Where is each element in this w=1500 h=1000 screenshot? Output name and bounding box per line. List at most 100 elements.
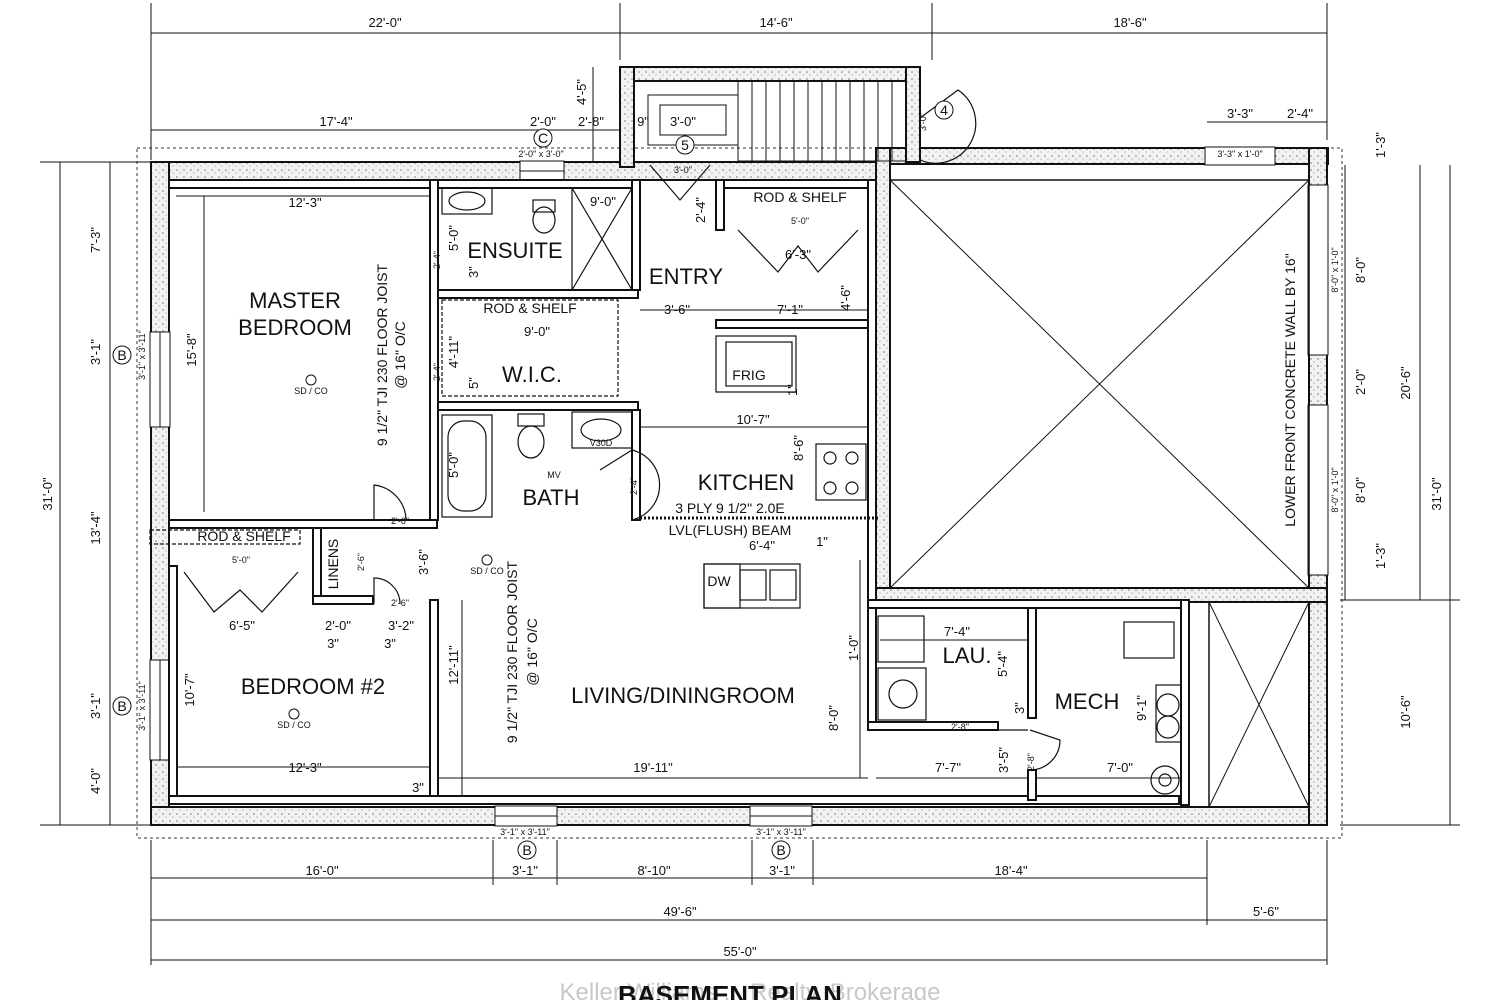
marker-4: 4: [940, 102, 948, 118]
dim-bed2-3c: 3": [412, 780, 424, 795]
window-size-top-right: 3'-3" x 1'-0": [1217, 149, 1262, 159]
fridge-label: FRIG: [732, 367, 765, 383]
wic-label: W.I.C.: [502, 362, 562, 387]
vanity-label: V30D: [590, 438, 613, 448]
living-dining-label: LIVING/DININGROOM: [571, 683, 795, 708]
dim-top-11: 2'-4": [1287, 106, 1313, 121]
dim-bed2-closet: 5'-0": [232, 555, 250, 565]
sd-co-label-1: SD / CO: [294, 386, 328, 396]
dim-left-total: 31'-0": [40, 477, 55, 511]
dim-bottom-5: 18'-4": [994, 863, 1028, 878]
dim-living-10: 1'-0": [846, 635, 861, 661]
dim-right-4: 8'-0": [1353, 477, 1368, 503]
entry-label: ENTRY: [649, 264, 723, 289]
window-size-bottom-1: 3'-1" x 3'-11": [500, 827, 550, 837]
dim-door-26a: 2'-6": [391, 516, 409, 526]
dim-kitchen-width: 10'-7": [736, 412, 770, 427]
dim-laundry-width: 7'-4": [944, 624, 970, 639]
dim-top-1: 22'-0": [368, 15, 402, 30]
plan-title: BASEMENT PLAN: [618, 980, 842, 1000]
dim-living-width: 19'-11": [633, 760, 673, 775]
concrete-wall-note: LOWER FRONT CONCRETE WALL BY 16": [1282, 253, 1298, 526]
dim-mech-door: 2'-8": [1026, 753, 1036, 771]
fixtures: [149, 187, 1182, 795]
dim-left-5: 4'-0": [88, 768, 103, 794]
dim-top-2: 14'-6": [759, 15, 793, 30]
dim-bed2-20: 2'-0": [325, 618, 351, 633]
window-size-right-1: 8'-0" x 1'-0": [1330, 247, 1340, 292]
dim-top-4: 17'-4": [319, 114, 353, 129]
beam-label-2: LVL(FLUSH) BEAM: [669, 522, 792, 538]
dim-ensuite-width: 9'-0": [590, 194, 616, 209]
dim-door-26c: 2'-6": [391, 598, 409, 608]
dim-bottom-2: 3'-1": [512, 863, 538, 878]
dim-laundry-3: 3": [1012, 702, 1027, 714]
dim-laundry-door: 2'-8": [951, 722, 969, 732]
dim-entry-63: 6'-3": [785, 247, 811, 262]
bed2-rod-shelf-label: ROD & SHELF: [197, 528, 290, 544]
joist-note-1: 9 1/2" TJI 230 FLOOR JOIST: [374, 263, 390, 446]
dim-ensuite-height: 5'-0": [446, 225, 461, 251]
dim-linen-36: 3'-6": [416, 549, 431, 575]
dim-door-26b: 2'-6": [356, 553, 366, 571]
dim-kitchen-86: 8'-6": [791, 435, 806, 461]
dim-top-8: 3'-0": [670, 114, 696, 129]
interior-walls: [168, 179, 1190, 806]
dim-entry-24: 2'-4": [693, 197, 708, 223]
dim-mech-35: 3'-5": [996, 747, 1011, 773]
dimension-lines: [40, 3, 1460, 965]
window-size-right-2: 8'-0" x 1'-0": [1330, 467, 1340, 512]
dim-top-7: 9": [637, 114, 649, 129]
unexcavated-area: [889, 179, 1310, 808]
dim-bath-height: 5'-0": [446, 452, 461, 478]
dim-living-80: 8'-0": [826, 705, 841, 731]
dim-left-4: 3'-1": [88, 693, 103, 719]
joist-note-1b: @ 16" O/C: [392, 321, 408, 388]
dim-bed2-65: 6'-5": [229, 618, 255, 633]
dim-bed2-3a: 3": [327, 636, 339, 651]
dim-bottom-1: 16'-0": [305, 863, 339, 878]
marker-b-2: B: [117, 698, 126, 714]
dim-bath-door: 2'-4": [629, 477, 639, 495]
window-size-left-1: 3'-1" x 3'-11": [137, 330, 147, 380]
beam-label-1: 3 PLY 9 1/2" 2.0E: [675, 500, 785, 516]
master-bedroom-label-1: MASTER: [249, 288, 341, 313]
dim-wic-5: 5": [466, 377, 481, 389]
marker-b-1: B: [117, 347, 126, 363]
watermark: Keller Williams ... Realty, Brokerage: [560, 979, 941, 1000]
foundation-outline: [136, 147, 1343, 839]
dim-right-5: 1'-3": [1373, 543, 1388, 569]
dim-kitchen-1b: 1": [816, 534, 828, 549]
sd-co-label-2: SD / CO: [470, 566, 504, 576]
window-size-c: 2'-0" x 3'-0": [518, 149, 563, 159]
window-markers: [112, 100, 954, 860]
dim-wic-door: 2'-4": [432, 363, 442, 381]
stair-dim-1: 3'-0": [674, 165, 692, 175]
dim-kitchen-64: 6'-4": [749, 538, 775, 553]
window-size-bottom-2: 3'-1" x 3'-11": [756, 827, 806, 837]
wic-rod-shelf-label: ROD & SHELF: [483, 300, 576, 316]
window-size-left-2: 3'-1" x 3'-11": [137, 681, 147, 731]
dim-bottom-4: 3'-1": [769, 863, 795, 878]
dim-mech-height: 9'-1": [1134, 695, 1149, 721]
dim-master-height: 15'-8": [184, 333, 199, 367]
dim-entry-36: 3'-6": [664, 302, 690, 317]
kitchen-label: KITCHEN: [698, 470, 795, 495]
dim-right-8: 10'-6": [1398, 695, 1413, 729]
laundry-label: LAU.: [943, 643, 992, 668]
dim-bottom-3: 8'-10": [637, 863, 671, 878]
dim-bottom-6: 49'-6": [663, 904, 697, 919]
dim-ensuite-3: 3": [466, 266, 481, 278]
dim-right-2: 8'-0": [1353, 257, 1368, 283]
dim-entry-46: 4'-6": [838, 285, 853, 311]
dim-right-6: 20'-6": [1398, 366, 1413, 400]
bedroom-2-label: BEDROOM #2: [241, 674, 385, 699]
dim-laundry-height: 5'-4": [995, 651, 1010, 677]
dim-entry-closet: 5'-0": [791, 216, 809, 226]
dim-wic-height: 4'-11": [446, 336, 461, 369]
doors: [183, 89, 1061, 771]
master-bedroom-label-2: BEDROOM: [238, 315, 352, 340]
marker-b-4: B: [776, 842, 785, 858]
dim-top-9: 4'-5": [574, 79, 589, 105]
